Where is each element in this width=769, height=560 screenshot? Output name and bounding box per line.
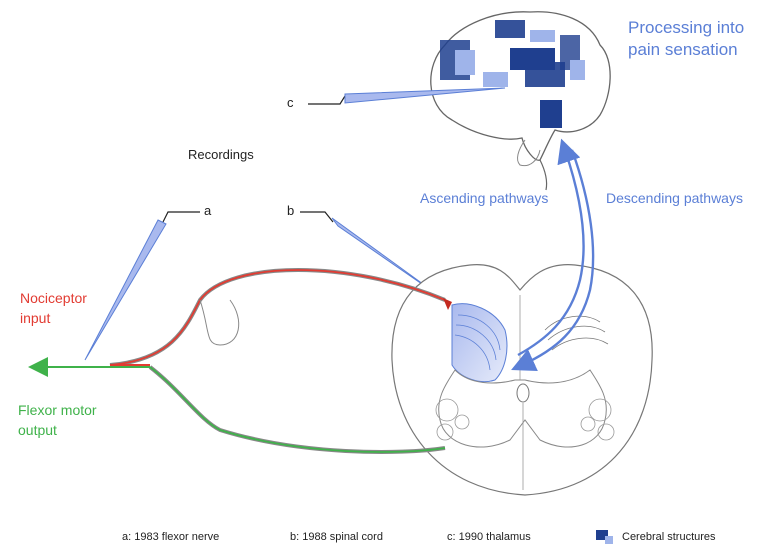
- flexor-output-line1: Flexor motor: [18, 402, 97, 418]
- descending-pathways-label: Descending pathways: [606, 190, 743, 206]
- nociceptor-input-line1: Nociceptor: [20, 290, 87, 306]
- electrode-a-label: a: [204, 204, 211, 219]
- electrode-a: [85, 212, 200, 360]
- electrode-c-label: c: [287, 96, 294, 111]
- flexor-output-line2: output: [18, 422, 57, 438]
- electrode-b-label: b: [287, 204, 294, 219]
- nociceptor-input-line2: input: [20, 310, 50, 326]
- brain-title-line2: pain sensation: [628, 40, 738, 60]
- ascending-pathways-label: Ascending pathways: [420, 190, 548, 206]
- legend-a: a: 1983 flexor nerve: [122, 531, 219, 544]
- brain-stem: [540, 160, 547, 190]
- central-canal: [517, 384, 529, 402]
- legend-c: c: 1990 thalamus: [447, 531, 531, 544]
- spinal-cord: [392, 265, 652, 495]
- nerve-fibers: [38, 270, 452, 452]
- legend-cerebral: Cerebral structures: [622, 531, 716, 544]
- recordings-label: Recordings: [188, 148, 254, 163]
- legend-b: b: 1988 spinal cord: [290, 531, 383, 544]
- brain: [431, 12, 610, 190]
- legend-swatch: [596, 530, 613, 544]
- brain-title-line1: Processing into: [628, 18, 744, 38]
